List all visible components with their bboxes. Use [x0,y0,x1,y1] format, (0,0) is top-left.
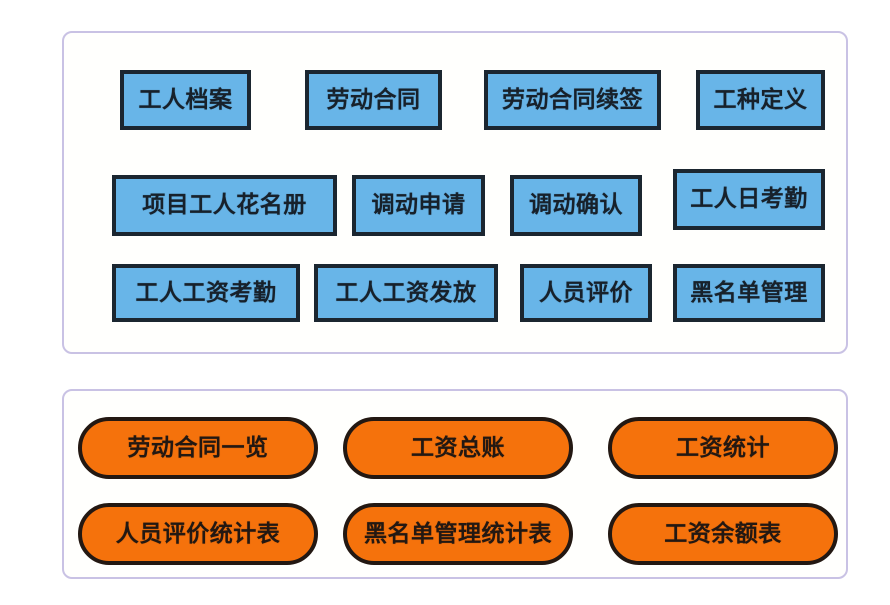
report-button-2[interactable]: 工资统计 [608,417,838,479]
report-button-0[interactable]: 劳动合同一览 [78,417,318,479]
function-button-2[interactable]: 劳动合同续签 [484,70,661,130]
report-button-4[interactable]: 黑名单管理统计表 [343,503,573,565]
function-button-10[interactable]: 人员评价 [520,264,652,322]
function-button-11[interactable]: 黑名单管理 [673,264,825,322]
reports-panel: 劳动合同一览工资总账工资统计人员评价统计表黑名单管理统计表工资余额表 [62,389,848,579]
function-button-4[interactable]: 项目工人花名册 [112,175,337,236]
functions-panel: 工人档案劳动合同劳动合同续签工种定义项目工人花名册调动申请调动确认工人日考勤工人… [62,31,848,354]
report-button-1[interactable]: 工资总账 [343,417,573,479]
function-button-7[interactable]: 工人日考勤 [673,169,825,230]
function-button-6[interactable]: 调动确认 [510,175,642,236]
function-button-1[interactable]: 劳动合同 [305,70,442,130]
report-button-5[interactable]: 工资余额表 [608,503,838,565]
function-button-9[interactable]: 工人工资发放 [314,264,498,322]
report-button-3[interactable]: 人员评价统计表 [78,503,318,565]
function-button-3[interactable]: 工种定义 [696,70,825,130]
function-button-8[interactable]: 工人工资考勤 [112,264,300,322]
function-button-5[interactable]: 调动申请 [352,175,485,236]
function-button-0[interactable]: 工人档案 [120,70,251,130]
